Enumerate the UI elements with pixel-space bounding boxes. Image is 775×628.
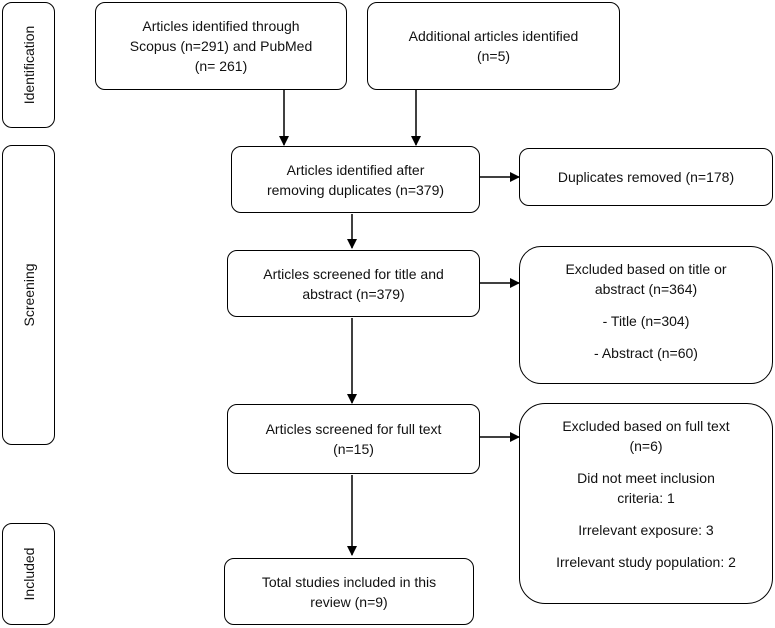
box-text: Articles identified through xyxy=(142,18,300,34)
box-text: Articles screened for title and xyxy=(263,265,444,282)
box-text: Excluded based on full text xyxy=(562,418,730,434)
box-text: Articles screened for full text xyxy=(265,421,442,437)
box-text: (n=6) xyxy=(629,438,663,454)
excluded-population: Irrelevant study population: 2 xyxy=(556,554,736,570)
box-excluded-title-abstract: Excluded based on title or abstract (n=3… xyxy=(519,246,773,384)
box-text: review (n=9) xyxy=(310,593,388,610)
box-text: (n=5) xyxy=(476,48,511,64)
box-text: Total studies included in this xyxy=(261,573,437,590)
box-excluded-full-text: Excluded based on full text (n=6) Did no… xyxy=(519,403,773,604)
box-included-total: Total studies included in this review (n… xyxy=(224,558,474,625)
box-after-duplicates: Articles identified after removing dupli… xyxy=(231,146,480,213)
box-text: (n=15) xyxy=(333,441,374,457)
excluded-title-count: - Title (n=304) xyxy=(602,313,690,329)
excluded-criteria-line: criteria: 1 xyxy=(617,490,675,506)
box-text: Articles identified after xyxy=(286,161,425,178)
box-screened-full-text: Articles screened for full text (n=15) xyxy=(227,404,480,474)
box-screened-title-abstract: Articles screened for title and abstract… xyxy=(227,250,480,317)
stage-screening: Screening xyxy=(2,145,55,445)
stage-identification: Identification xyxy=(2,2,55,128)
excluded-abstract-count: - Abstract (n=60) xyxy=(594,345,698,361)
box-text: abstract (n=379) xyxy=(302,285,405,302)
box-text: removing duplicates (n=379) xyxy=(266,181,445,198)
box-additional-articles: Additional articles identified (n=5) xyxy=(367,2,620,90)
box-duplicates-removed: Duplicates removed (n=178) xyxy=(519,148,773,206)
box-text: Additional articles identified xyxy=(408,28,579,44)
box-text: Excluded based on title or xyxy=(565,261,727,277)
stage-included: Included xyxy=(2,523,55,625)
excluded-criteria-line: Did not meet inclusion xyxy=(577,470,715,486)
box-text: (n= 261) xyxy=(194,58,248,74)
box-text: Duplicates removed (n=178) xyxy=(557,169,735,185)
box-scopus-pubmed: Articles identified through Scopus (n=29… xyxy=(95,2,347,90)
box-text: Scopus (n=291) and PubMed xyxy=(129,38,313,54)
box-text: abstract (n=364) xyxy=(594,281,698,297)
excluded-exposure: Irrelevant exposure: 3 xyxy=(578,522,714,538)
